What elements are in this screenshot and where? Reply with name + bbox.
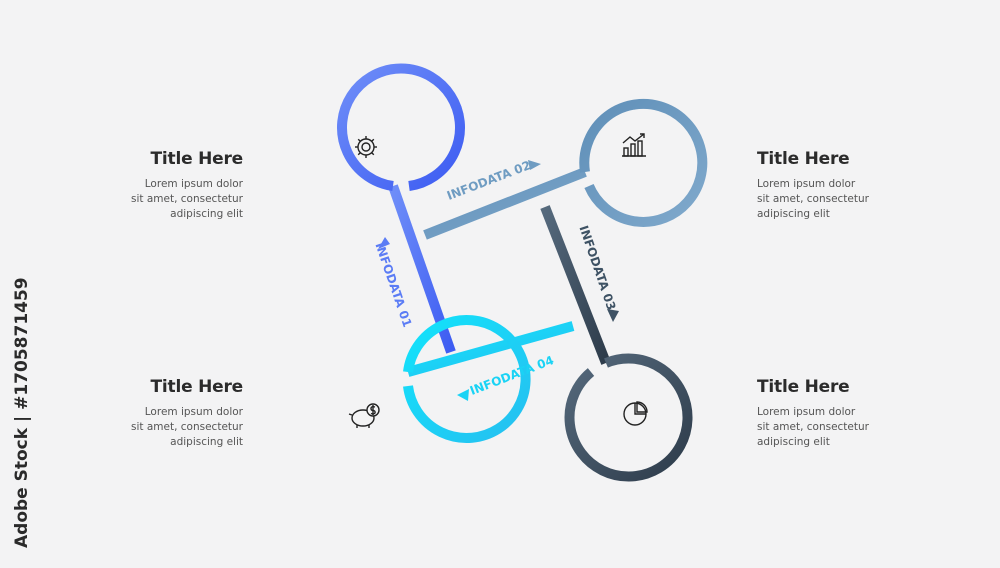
step-2-arrow bbox=[528, 160, 541, 170]
step-4-title: Title Here bbox=[757, 377, 850, 397]
step-4-ring bbox=[403, 315, 531, 443]
pie-chart-icon bbox=[623, 401, 648, 426]
step-2-node: INFODATA 02 bbox=[423, 98, 708, 240]
step-4-node: INFODATA 04 bbox=[348, 315, 575, 443]
step-2-text: Title Here Lorem ipsum dolor sit amet, c… bbox=[757, 149, 887, 222]
step-4-description: Lorem ipsum dolor sit amet, consectetur … bbox=[757, 406, 869, 448]
step-1-text: Title Here Lorem ipsum dolor sit amet, c… bbox=[113, 149, 243, 222]
step-3-ring bbox=[564, 353, 693, 482]
step-1-title: Title Here bbox=[150, 149, 244, 169]
step-4-label: INFODATA 04 bbox=[468, 353, 556, 398]
step-2-connector bbox=[423, 167, 587, 240]
piggy-bank-icon bbox=[348, 403, 380, 428]
bar-chart-icon bbox=[622, 133, 646, 157]
step-1-ring bbox=[337, 63, 465, 191]
step-1-label: INFODATA 01 bbox=[372, 241, 414, 329]
step-2-description: Lorem ipsum dolor sit amet, consectetur … bbox=[757, 178, 869, 220]
step-3-text: Title Here Lorem ipsum dolor sit amet, c… bbox=[113, 377, 243, 450]
step-4-text: Title Here Lorem ipsum dolor sit amet, c… bbox=[757, 377, 887, 450]
step-3-description: Lorem ipsum dolor sit amet, consectetur … bbox=[131, 406, 243, 448]
step-2-ring bbox=[579, 98, 708, 227]
step-3-arrow bbox=[607, 309, 619, 322]
step-2-title: Title Here bbox=[757, 149, 850, 169]
step-3-connector bbox=[540, 205, 611, 365]
step-1-description: Lorem ipsum dolor sit amet, consectetur … bbox=[131, 178, 243, 220]
step-3-node: INFODATA 03 bbox=[540, 205, 693, 482]
stock-id-label: Adobe Stock | #1705871459 bbox=[12, 277, 32, 548]
step-4-arrow bbox=[457, 389, 469, 401]
gear-icon bbox=[355, 136, 377, 158]
step-3-title: Title Here bbox=[150, 377, 244, 397]
step-1-arrow bbox=[378, 237, 390, 249]
step-1-node: INFODATA 01 bbox=[337, 63, 465, 354]
step-4-connector bbox=[406, 321, 575, 377]
